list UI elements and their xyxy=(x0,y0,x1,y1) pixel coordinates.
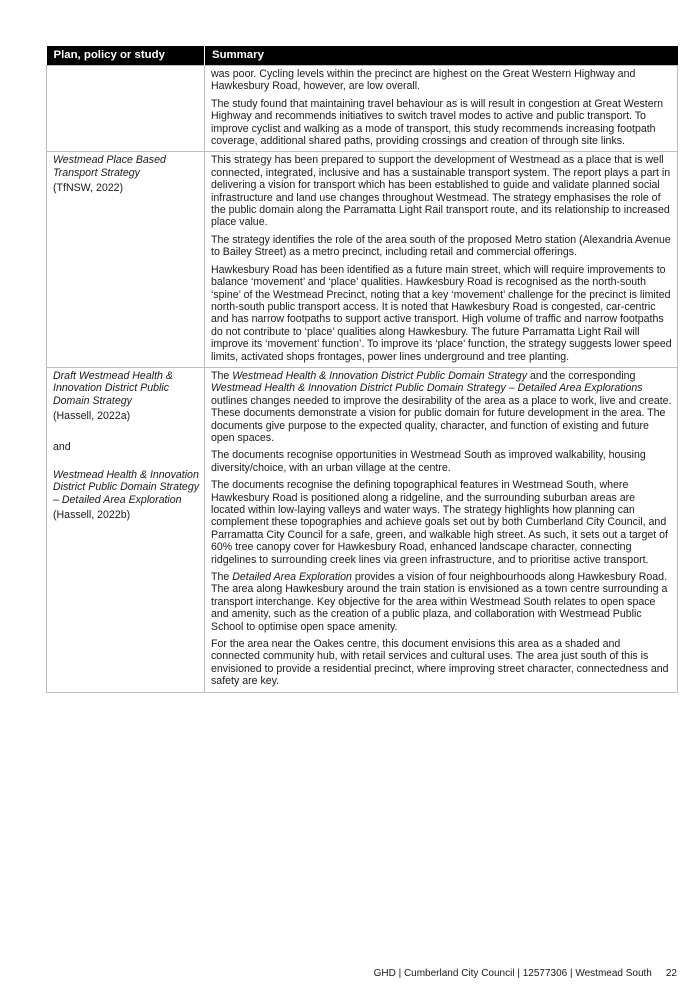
summary-paragraph: The Westmead Health & Innovation Distric… xyxy=(211,370,672,444)
plan-cell-empty xyxy=(46,64,205,153)
summary-paragraph: The strategy identifies the role of the … xyxy=(211,233,671,259)
page-footer: GHD | Cumberland City Council | 12577306… xyxy=(0,968,677,979)
summary-paragraph: This strategy has been prepared to suppo… xyxy=(211,154,671,229)
text-run: and the corresponding xyxy=(527,369,636,382)
policy-summary-table: Plan, policy or study Summary was poor. … xyxy=(46,46,678,693)
summary-paragraph: The documents recognise opportunities in… xyxy=(211,449,646,474)
summary-paragraph: Hawkesbury Road has been identified as a… xyxy=(211,263,672,363)
plan-title: Westmead Place Based Transport Strategy xyxy=(53,154,166,179)
summary-paragraph: For the area near the Oakes centre, this… xyxy=(211,638,669,688)
document-title-italic: Westmead Health & Innovation District Pu… xyxy=(211,382,643,395)
text-run: provides a vision of four neighbourhoods… xyxy=(211,571,668,633)
summary-cell: This strategy has been prepared to suppo… xyxy=(204,151,678,368)
plan-source: (TfNSW, 2022) xyxy=(53,182,124,195)
text-run: The xyxy=(211,571,233,584)
table-row: was poor. Cycling levels within the prec… xyxy=(46,64,678,153)
summary-paragraph: The Detailed Area Exploration provides a… xyxy=(211,571,672,633)
table-row: Westmead Place Based Transport Strategy … xyxy=(46,151,678,368)
plan-source: (Hassell, 2022a) xyxy=(53,410,131,423)
plan-cell: Westmead Place Based Transport Strategy … xyxy=(46,151,205,368)
text-run: outlines changes needed to improve the d… xyxy=(211,394,672,444)
summary-cell: was poor. Cycling levels within the prec… xyxy=(204,64,678,153)
summary-paragraph: The study found that maintaining travel … xyxy=(211,97,664,148)
plan-title: Draft Westmead Health & Innovation Distr… xyxy=(53,369,173,407)
footer-text: GHD | Cumberland City Council | 12577306… xyxy=(373,968,652,979)
plan-conjunction: and xyxy=(53,440,71,453)
summary-cell: The Westmead Health & Innovation Distric… xyxy=(204,366,678,693)
summary-paragraph: was poor. Cycling levels within the prec… xyxy=(211,68,636,93)
summary-paragraph: The documents recognise the defining top… xyxy=(211,479,668,566)
text-run: The xyxy=(211,369,233,382)
column-header-plan: Plan, policy or study xyxy=(46,46,205,66)
table-header-row: Plan, policy or study Summary xyxy=(46,46,678,66)
column-header-summary: Summary xyxy=(204,46,678,66)
plan-title: Westmead Health & Innovation District Pu… xyxy=(53,468,200,506)
plan-cell: Draft Westmead Health & Innovation Distr… xyxy=(46,366,205,693)
plan-source: (Hassell, 2022b) xyxy=(53,509,131,522)
document-title-italic: Detailed Area Exploration xyxy=(232,571,352,584)
table-row: Draft Westmead Health & Innovation Distr… xyxy=(46,366,678,693)
page-number: 22 xyxy=(665,968,677,979)
document-title-italic: Westmead Health & Innovation District Pu… xyxy=(232,369,527,382)
